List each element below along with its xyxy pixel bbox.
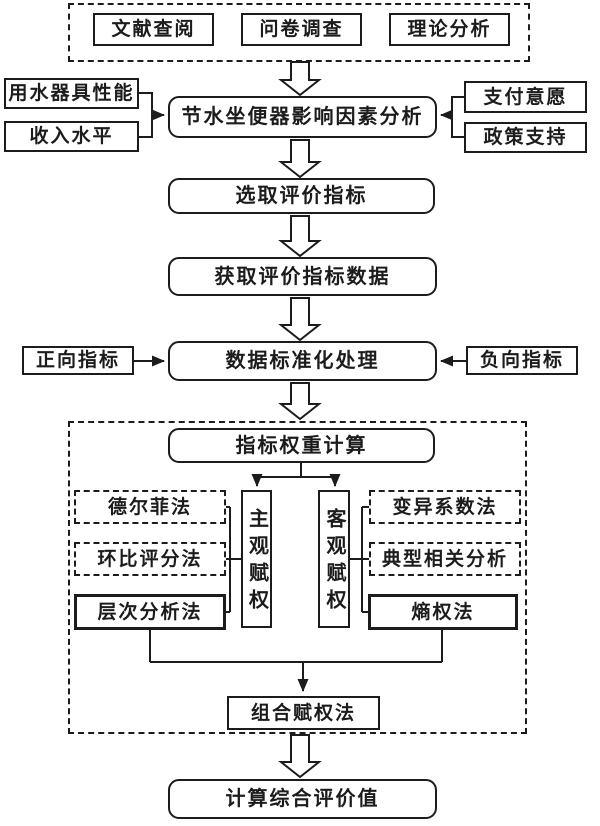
block-arrow-down-6 bbox=[278, 734, 322, 779]
bracket-right-inputs bbox=[451, 96, 464, 138]
node-ahp-method: 层次分析法 bbox=[74, 594, 226, 630]
bracket-left-inputs bbox=[139, 92, 153, 138]
node-select-indicators: 选取评价指标 bbox=[168, 178, 435, 214]
node-policy-support: 政策支持 bbox=[464, 122, 587, 153]
node-entropy-weight: 熵权法 bbox=[368, 594, 518, 630]
node-willingness-to-pay: 支付意愿 bbox=[464, 81, 587, 113]
node-subjective-weighting: 主观赋权 bbox=[241, 490, 272, 628]
node-data-standardization: 数据标准化处理 bbox=[168, 341, 437, 381]
node-literature-review: 文献查阅 bbox=[93, 13, 214, 46]
node-combined-weighting: 组合赋权法 bbox=[227, 696, 380, 730]
node-theoretical-analysis: 理论分析 bbox=[389, 13, 510, 46]
node-objective-weighting: 客观赋权 bbox=[318, 490, 350, 628]
node-income-level: 收入水平 bbox=[4, 121, 139, 152]
group-weight-calculation bbox=[68, 421, 527, 734]
node-questionnaire-survey: 问卷调查 bbox=[241, 13, 362, 46]
node-weight-calculation: 指标权重计算 bbox=[168, 428, 435, 463]
block-arrow-down-2 bbox=[278, 139, 322, 179]
node-canonical-correlation: 典型相关分析 bbox=[369, 542, 521, 576]
node-factor-analysis: 节水坐便器影响因素分析 bbox=[168, 96, 437, 138]
node-coefficient-of-variation: 变异系数法 bbox=[369, 490, 521, 524]
node-chain-ratio-scoring: 环比评分法 bbox=[74, 542, 226, 576]
node-obtain-indicator-data: 获取评价指标数据 bbox=[168, 257, 437, 296]
block-arrow-down-4 bbox=[278, 297, 322, 342]
block-arrow-down-3 bbox=[278, 215, 322, 258]
block-arrow-down-1 bbox=[278, 61, 322, 97]
node-delphi-method: 德尔菲法 bbox=[74, 490, 226, 524]
node-negative-indicators: 负向指标 bbox=[466, 346, 578, 375]
node-water-appliance-performance: 用水器具性能 bbox=[4, 78, 139, 109]
block-arrow-down-5 bbox=[278, 382, 322, 421]
node-final-evaluation: 计算综合评价值 bbox=[168, 779, 437, 819]
node-positive-indicators: 正向指标 bbox=[22, 346, 134, 375]
